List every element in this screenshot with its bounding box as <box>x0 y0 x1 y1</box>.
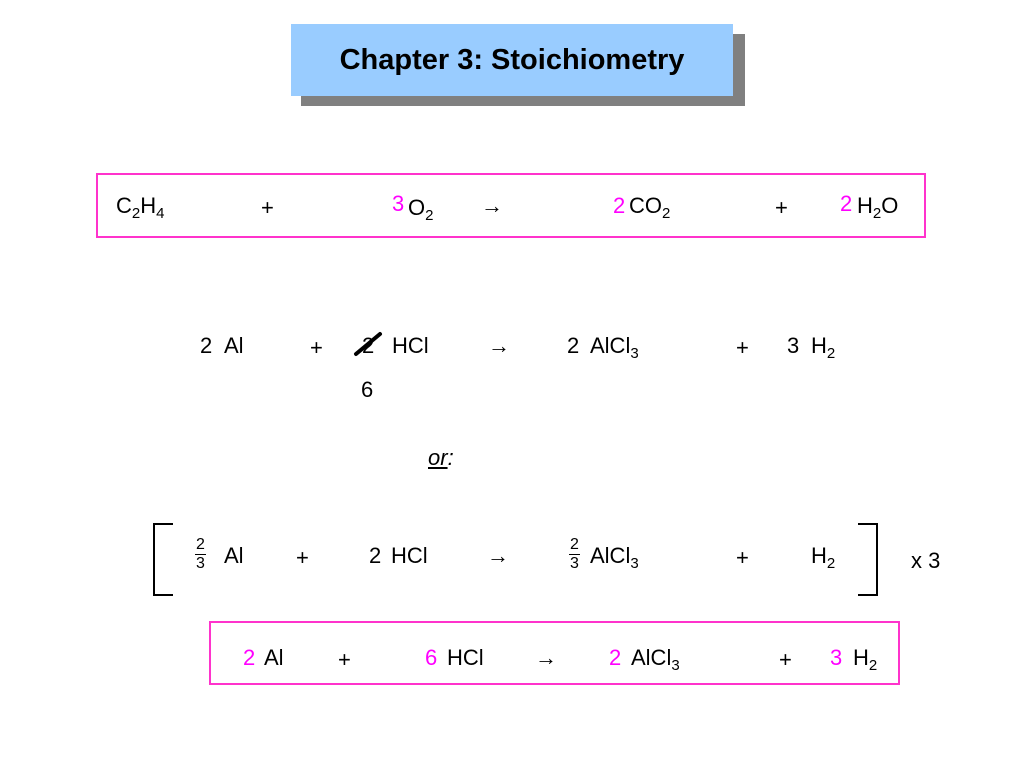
eq4-coef-al: 2 <box>243 645 256 670</box>
eq4-hcl: HCl <box>447 645 484 670</box>
equation-4-box <box>209 621 900 685</box>
eq4-coef-h2: 3 <box>830 645 843 670</box>
eq4-h2: H2 <box>853 645 878 674</box>
left-bracket <box>153 523 173 596</box>
equation-1-box <box>96 173 926 238</box>
eq4-plus-1: + <box>338 647 351 672</box>
eq4-arrow: → <box>535 645 557 670</box>
title-box: Chapter 3: Stoichiometry <box>291 24 733 96</box>
eq4-al: Al <box>264 645 284 670</box>
eq3-multiplier: x 3 <box>911 548 941 573</box>
eq2-alcl3: AlCl3 <box>590 333 639 362</box>
eq2-plus-2: + <box>736 335 749 360</box>
eq3-al: Al <box>224 543 244 568</box>
eq4-alcl3: AlCl3 <box>631 645 680 674</box>
eq1-coef-o2: 3 <box>392 191 405 216</box>
eq2-coef-hcl-new: 6 <box>361 377 374 402</box>
eq1-co2: CO2 <box>629 193 671 222</box>
eq2-arrow: → <box>488 333 510 358</box>
right-bracket <box>858 523 878 596</box>
eq2-coef-alcl3: 2 <box>567 333 580 358</box>
eq3-alcl3: AlCl3 <box>590 543 639 572</box>
eq2-coef-al: 2 <box>200 333 213 358</box>
eq1-o2: O2 <box>408 195 434 224</box>
eq4-coef-alcl3: 2 <box>609 645 622 670</box>
eq2-al: Al <box>224 333 244 358</box>
strikethrough-mark <box>354 332 382 356</box>
eq3-h2: H2 <box>811 543 836 572</box>
eq2-coef-h2: 3 <box>787 333 800 358</box>
eq1-plus-1: + <box>261 195 274 220</box>
eq3-coef-hcl: 2 <box>369 543 382 568</box>
eq1-c2h4: C2H4 <box>116 193 165 222</box>
eq3-arrow: → <box>487 543 509 568</box>
eq2-hcl: HCl <box>392 333 429 358</box>
eq2-plus-1: + <box>310 335 323 360</box>
eq2-h2: H2 <box>811 333 836 362</box>
eq3-hcl: HCl <box>391 543 428 568</box>
eq3-plus-1: + <box>296 545 309 570</box>
eq3-plus-2: + <box>736 545 749 570</box>
or-label: or: <box>428 445 454 470</box>
page-title: Chapter 3: Stoichiometry <box>339 43 685 76</box>
eq1-arrow: → <box>481 193 503 218</box>
eq1-coef-co2: 2 <box>613 193 626 218</box>
eq1-coef-h2o: 2 <box>840 191 853 216</box>
eq4-plus-2: + <box>779 647 792 672</box>
eq1-plus-2: + <box>775 195 788 220</box>
eq4-coef-hcl: 6 <box>425 645 438 670</box>
eq1-h2o: H2O <box>857 193 899 222</box>
